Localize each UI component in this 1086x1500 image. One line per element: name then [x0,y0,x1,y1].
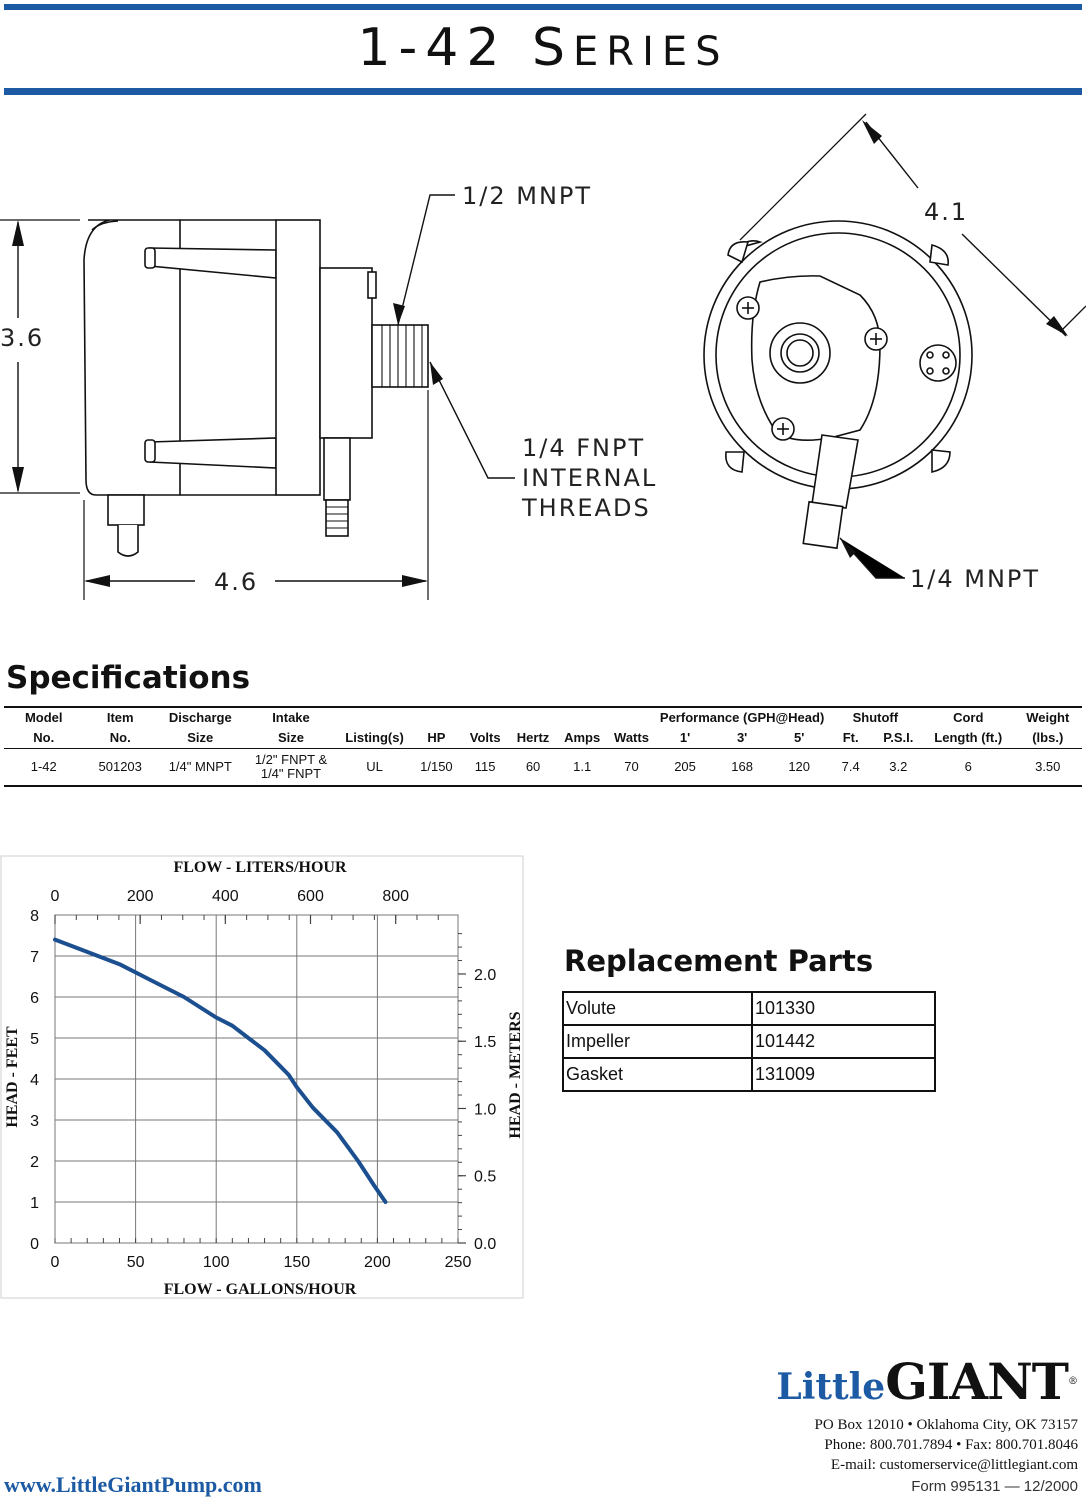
spec-group-header-row: Model Item Discharge Intake Performance … [4,707,1082,728]
top-tick-label: 800 [382,888,409,905]
y-tick-label: 5 [30,1031,39,1048]
top-tick-label: 200 [127,888,154,905]
little-giant-logo: LittleGIANT® [776,1352,1078,1411]
label-outlet-thread: 1/4 MNPT [910,565,1040,593]
pump-dimension-drawing: 3.6 4.6 4.1 1/2 MNPT 1/4 FNPT INTERNAL T… [0,113,1086,600]
top-tick-label: 0 [51,888,60,905]
specifications-table: Model Item Discharge Intake Performance … [4,706,1082,787]
brand-block: LittleGIANT® PO Box 12010 • Oklahoma Cit… [776,1354,1078,1475]
col-perf-5ft: 5' [770,728,828,749]
x-tick-label: 50 [127,1254,145,1271]
col-model: Model [24,710,63,725]
part-name: Volute [562,991,753,1026]
y-tick-label: 1 [30,1195,39,1212]
label-intake-thread-line2: INTERNAL [522,464,657,492]
right-tick-label: 2.0 [474,967,496,984]
right-tick-label: 1.5 [474,1034,496,1051]
col-listing: Listing(s) [338,728,411,749]
y-tick-label: 3 [30,1113,39,1130]
col-shutoff-psi: P.S.I. [873,728,923,749]
x-tick-label: 250 [445,1254,472,1271]
table-row: Volute 101330 [562,991,936,1026]
x-tick-label: 0 [51,1254,60,1271]
dimension-diameter: 4.1 [924,198,968,226]
part-name: Gasket [562,1057,753,1092]
label-intake-thread-line3: THREADS [521,494,651,522]
table-row: Gasket 131009 [562,1057,936,1092]
col-cord: Cord [953,710,984,725]
part-number: 131009 [751,1057,936,1092]
top-tick-label: 600 [297,888,324,905]
company-email[interactable]: E-mail: customerservice@littlegiant.com [830,1457,1078,1473]
x-tick-label: 100 [203,1254,230,1271]
top-axis-label: FLOW - LITERS/HOUR [173,859,347,876]
y-tick-label: 6 [30,990,39,1007]
right-axis-label: HEAD - METERS [507,1011,524,1138]
performance-curve [53,937,388,1204]
y-tick-label: 8 [30,908,39,925]
header-rule-top [4,4,1082,10]
replacement-parts-table: Volute 101330 Impeller 101442 Gasket 131… [562,991,936,1092]
col-watts: Watts [606,728,657,749]
top-tick-label: 400 [212,888,239,905]
form-number: Form 995131 — 12/2000 [911,1478,1078,1495]
col-intake: Intake [272,710,310,725]
x-axis-label: FLOW - GALLONS/HOUR [164,1281,357,1298]
col-group-performance: Performance (GPH@Head) [659,710,825,725]
col-discharge: Discharge [168,710,232,725]
table-row: 1-42 501203 1/4" MNPT 1/2" FNPT &1/4" FN… [4,749,1082,786]
y-axis-label: HEAD - FEET [4,1026,21,1128]
company-phone: Phone: 800.701.7894 • Fax: 800.701.8046 [824,1437,1078,1453]
spec-column-header-row: No. No. Size Size Listing(s) HP Volts He… [4,728,1082,749]
y-tick-label: 7 [30,949,39,966]
col-hp: HP [410,728,463,749]
right-tick-label: 1.0 [474,1101,496,1118]
specifications-heading: Specifications [6,660,251,696]
website-link[interactable]: www.LittleGiantPump.com [4,1472,262,1497]
col-weight: Weight [1026,710,1070,725]
dimension-width: 4.6 [214,568,258,596]
col-perf-3ft: 3' [713,728,771,749]
col-amps: Amps [557,728,607,749]
company-address: PO Box 12010 • Oklahoma City, OK 73157 [814,1417,1078,1433]
col-shutoff-ft: Ft. [827,728,874,749]
part-number: 101330 [751,991,936,1026]
col-group-shutoff: Shutoff [852,710,899,725]
y-tick-label: 0 [30,1236,39,1253]
y-tick-label: 2 [30,1154,39,1171]
label-intake-thread-line1: 1/4 FNPT [522,434,645,462]
right-tick-label: 0.0 [474,1236,496,1253]
dimension-height: 3.6 [0,324,44,352]
page-title: 1-42 SERIES [357,18,729,78]
label-discharge-thread: 1/2 MNPT [462,182,592,210]
col-volts: Volts [462,728,509,749]
part-number: 101442 [751,1024,936,1059]
part-name: Impeller [562,1024,753,1059]
x-tick-label: 200 [364,1254,391,1271]
x-tick-label: 150 [283,1254,310,1271]
header-rule-bottom [4,88,1082,95]
right-tick-label: 0.5 [474,1169,496,1186]
table-row: Impeller 101442 [562,1024,936,1059]
col-hertz: Hertz [508,728,558,749]
col-perf-1ft: 1' [656,728,714,749]
y-tick-label: 4 [30,1072,39,1089]
col-item: Item [106,710,134,725]
replacement-parts-heading: Replacement Parts [564,944,874,978]
